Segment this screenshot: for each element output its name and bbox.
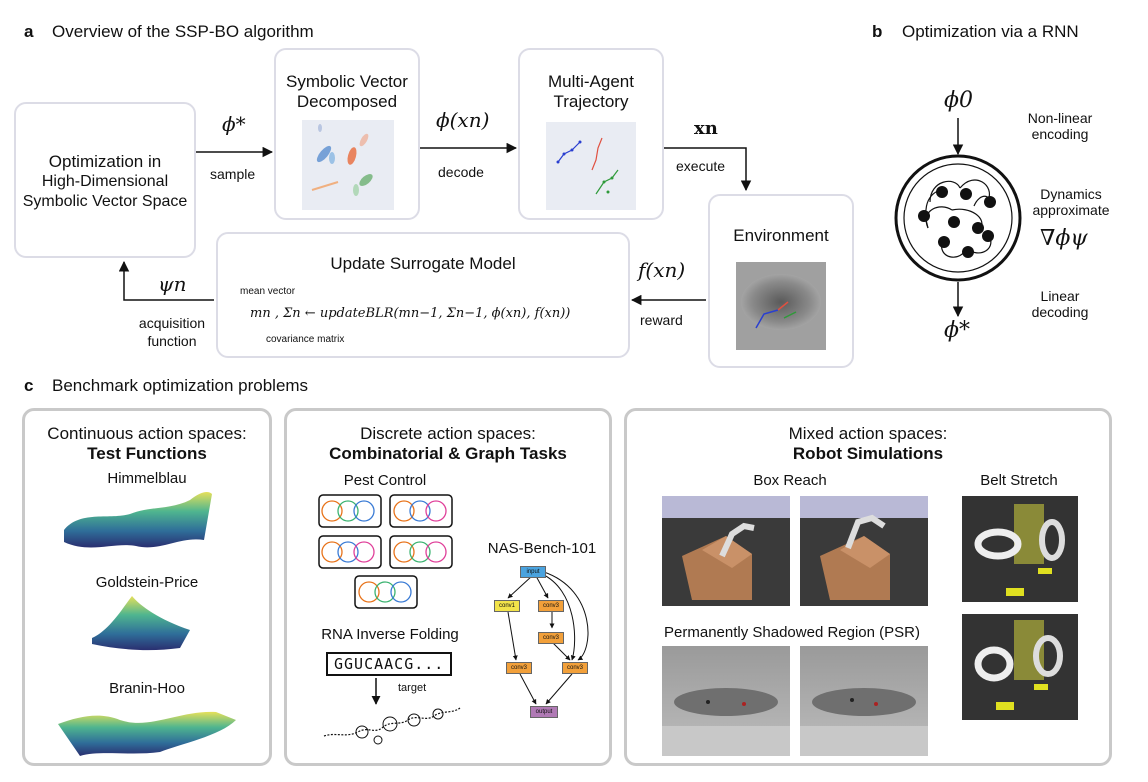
update-equation: mn , Σn ← updateBLR(mn−1, Σn−1, ϕ(xn), f… — [250, 306, 571, 321]
panel-a-title: Overview of the SSP-BO algorithm — [52, 22, 314, 41]
rna-structure — [323, 678, 461, 745]
optimization-line-1: Optimization in — [48, 152, 162, 171]
linear-label: Linear decoding — [1024, 288, 1096, 320]
panel-c-title: Benchmark optimization problems — [52, 376, 309, 395]
rna-folding-label: RNA Inverse Folding — [321, 626, 459, 643]
surrogate-box — [216, 232, 630, 358]
gradient-label: ∇ϕψ — [1040, 226, 1088, 251]
belt-stretch-images — [962, 496, 1078, 720]
nas-edges — [507, 571, 589, 705]
symbolic-vector-image — [302, 120, 394, 210]
belt-stretch-label: Belt Stretch — [980, 472, 1058, 489]
environment-image — [736, 262, 826, 350]
surrogate-title: Update Surrogate Model — [330, 254, 516, 273]
xn-label: xn — [694, 118, 718, 139]
nas-bench-label: NAS-Bench-101 — [487, 540, 597, 557]
decode-label: decode — [438, 164, 484, 180]
psr-label: Permanently Shadowed Region (PSR) — [664, 624, 920, 641]
rna-sequence: GGUCAACG... — [326, 652, 453, 676]
continuous-panel — [22, 408, 272, 766]
nas-node-conv3-b: conv3 — [538, 632, 564, 644]
trajectory-image — [546, 122, 636, 210]
mixed-bold: Robot Simulations — [792, 444, 944, 463]
symbolic-vector-label: Symbolic Vector Decomposed — [274, 72, 420, 112]
svd-line-1: Symbolic Vector — [286, 72, 408, 91]
dynamics-line-1: Dynamics — [1040, 186, 1102, 202]
optimization-line-2: High-Dimensional — [41, 173, 169, 190]
himmelblau-label: Himmelblau — [107, 470, 187, 487]
continuous-bold: Test Functions — [87, 444, 207, 463]
branin-label: Branin-Hoo — [109, 680, 185, 697]
mean-vector-note: mean vector — [240, 286, 296, 297]
psi-n-label: ψn — [158, 272, 187, 296]
nas-node-conv3-d: conv3 — [562, 662, 588, 674]
dynamics-label: Dynamics approximate — [1026, 186, 1116, 218]
dynamics-line-2: approximate — [1032, 202, 1110, 218]
multi-agent-label: Multi-Agent Trajectory — [518, 72, 664, 112]
optimization-box-label: Optimization in High-Dimensional Symboli… — [14, 152, 196, 212]
box-reach-label: Box Reach — [753, 472, 827, 489]
psr-images — [662, 646, 928, 756]
f-xn-label: f(xn) — [638, 258, 686, 282]
svd-line-2: Decomposed — [296, 92, 398, 111]
panel-b-title: Optimization via a RNN — [902, 22, 1079, 41]
acq-line-2: function — [147, 333, 197, 349]
phi-xn-label: ϕ(xn) — [436, 108, 490, 132]
nas-node-conv1: conv1 — [494, 600, 520, 612]
phistar-b-label: ϕ* — [944, 318, 970, 343]
pest-block-1 — [318, 494, 382, 528]
rna-target-label: target — [398, 682, 427, 694]
mixed-header: Mixed action spaces: — [788, 424, 948, 443]
covariance-note: covariance matrix — [266, 334, 345, 345]
test-function-surfaces — [58, 492, 236, 756]
panel-c-letter: c — [24, 376, 34, 395]
acquisition-label: acquisition function — [124, 314, 220, 350]
discrete-bold: Combinatorial & Graph Tasks — [329, 444, 567, 463]
pest-block-3 — [318, 535, 382, 569]
nonlinear-label: Non-linear encoding — [1024, 110, 1096, 142]
continuous-title: Continuous action spaces: Test Functions — [22, 424, 272, 464]
sample-label: sample — [210, 166, 256, 182]
nas-node-conv3-c: conv3 — [506, 662, 532, 674]
phi0-label: ϕ0 — [944, 88, 973, 113]
pest-block-2 — [389, 494, 453, 528]
pest-block-4 — [389, 535, 453, 569]
goldstein-label: Goldstein-Price — [95, 574, 199, 591]
rnn-diagram — [894, 118, 1022, 318]
discrete-title: Discrete action spaces: Combinatorial & … — [284, 424, 612, 464]
acq-line-1: acquisition — [138, 315, 206, 331]
nas-node-input: input — [520, 566, 546, 578]
panel-a-letter: a — [24, 22, 34, 41]
mat-line-1: Multi-Agent — [548, 72, 634, 91]
panel-a-arrows — [118, 142, 752, 306]
optimization-box — [14, 102, 196, 258]
pest-control-grid — [318, 494, 453, 609]
nas-node-conv3-a: conv3 — [538, 600, 564, 612]
pest-block-5 — [354, 575, 418, 609]
pest-control-label: Pest Control — [343, 472, 427, 489]
nas-node-output: output — [530, 706, 558, 718]
continuous-header: Continuous action spaces: — [47, 424, 247, 443]
mat-line-2: Trajectory — [553, 92, 629, 111]
nonlinear-line-2: encoding — [1031, 126, 1089, 142]
discrete-header: Discrete action spaces: — [360, 424, 536, 443]
phi-star-label: ϕ* — [222, 112, 246, 136]
mixed-title: Mixed action spaces: Robot Simulations — [624, 424, 1112, 464]
box-reach-images — [662, 496, 928, 606]
reward-label: reward — [640, 312, 683, 328]
linear-line-1: Linear — [1040, 288, 1080, 304]
execute-label: execute — [676, 158, 726, 174]
environment-label: Environment — [733, 226, 829, 245]
optimization-line-3: Symbolic Vector Space — [22, 193, 188, 210]
panel-b-letter: b — [872, 22, 883, 41]
linear-line-2: decoding — [1031, 304, 1089, 320]
nonlinear-line-1: Non-linear — [1027, 110, 1093, 126]
